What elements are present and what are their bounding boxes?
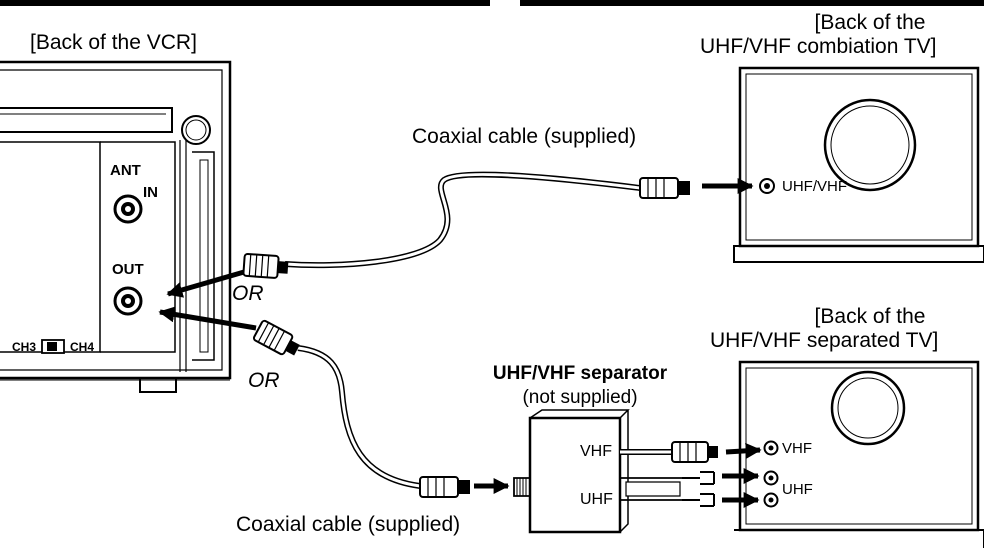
header-rule-right bbox=[520, 0, 984, 6]
tv-vhf-label: VHF bbox=[782, 440, 812, 457]
uhf-vhf-separator bbox=[513, 409, 630, 534]
separator-vhf-label: VHF bbox=[580, 443, 612, 460]
in-label: IN bbox=[143, 184, 158, 201]
uhf-port-lower bbox=[763, 492, 779, 508]
coaxial-cable-top bbox=[242, 171, 690, 279]
ant-in-jack bbox=[113, 194, 143, 224]
uhf-vhf-port bbox=[759, 178, 775, 194]
combination-tv-title-line1: [Back of the bbox=[814, 11, 926, 34]
vcr-title: [Back of the VCR] bbox=[30, 31, 197, 54]
vhf-lead bbox=[620, 441, 718, 463]
uhf-vhf-port-label: UHF/VHF bbox=[782, 178, 847, 195]
combination-tv-back bbox=[733, 66, 984, 263]
coaxial-cable-bottom bbox=[253, 319, 470, 498]
ant-label: ANT bbox=[110, 162, 141, 179]
coaxial-cable-top-label: Coaxial cable (supplied) bbox=[412, 125, 637, 148]
ch3-label: CH3 bbox=[12, 340, 37, 354]
separator-title-line2: (not supplied) bbox=[522, 387, 638, 408]
separated-tv-title-line1: [Back of the bbox=[814, 305, 926, 328]
vhf-port bbox=[763, 440, 779, 456]
uhf-port-upper bbox=[763, 470, 779, 486]
channel-switch bbox=[41, 339, 65, 354]
coaxial-cable-bottom-label: Coaxial cable (supplied) bbox=[236, 513, 461, 536]
tv-uhf-label: UHF bbox=[782, 481, 813, 498]
separated-tv-title-line2: UHF/VHF separated TV] bbox=[710, 329, 939, 352]
separator-title-line1: UHF/VHF separator bbox=[492, 363, 668, 384]
combination-tv-title-line2: UHF/VHF combiation TV] bbox=[700, 35, 937, 58]
header-rule-left bbox=[0, 0, 490, 6]
separator-uhf-label: UHF bbox=[580, 491, 613, 508]
out-label: OUT bbox=[112, 261, 144, 278]
out-jack bbox=[113, 286, 143, 316]
connection-arrows bbox=[158, 177, 762, 509]
vcr-back-panel bbox=[0, 60, 232, 393]
ch4-label: CH4 bbox=[70, 340, 95, 354]
uhf-twin-lead bbox=[620, 471, 715, 507]
or-label-1: OR bbox=[232, 282, 264, 305]
or-label-2: OR bbox=[248, 369, 280, 392]
